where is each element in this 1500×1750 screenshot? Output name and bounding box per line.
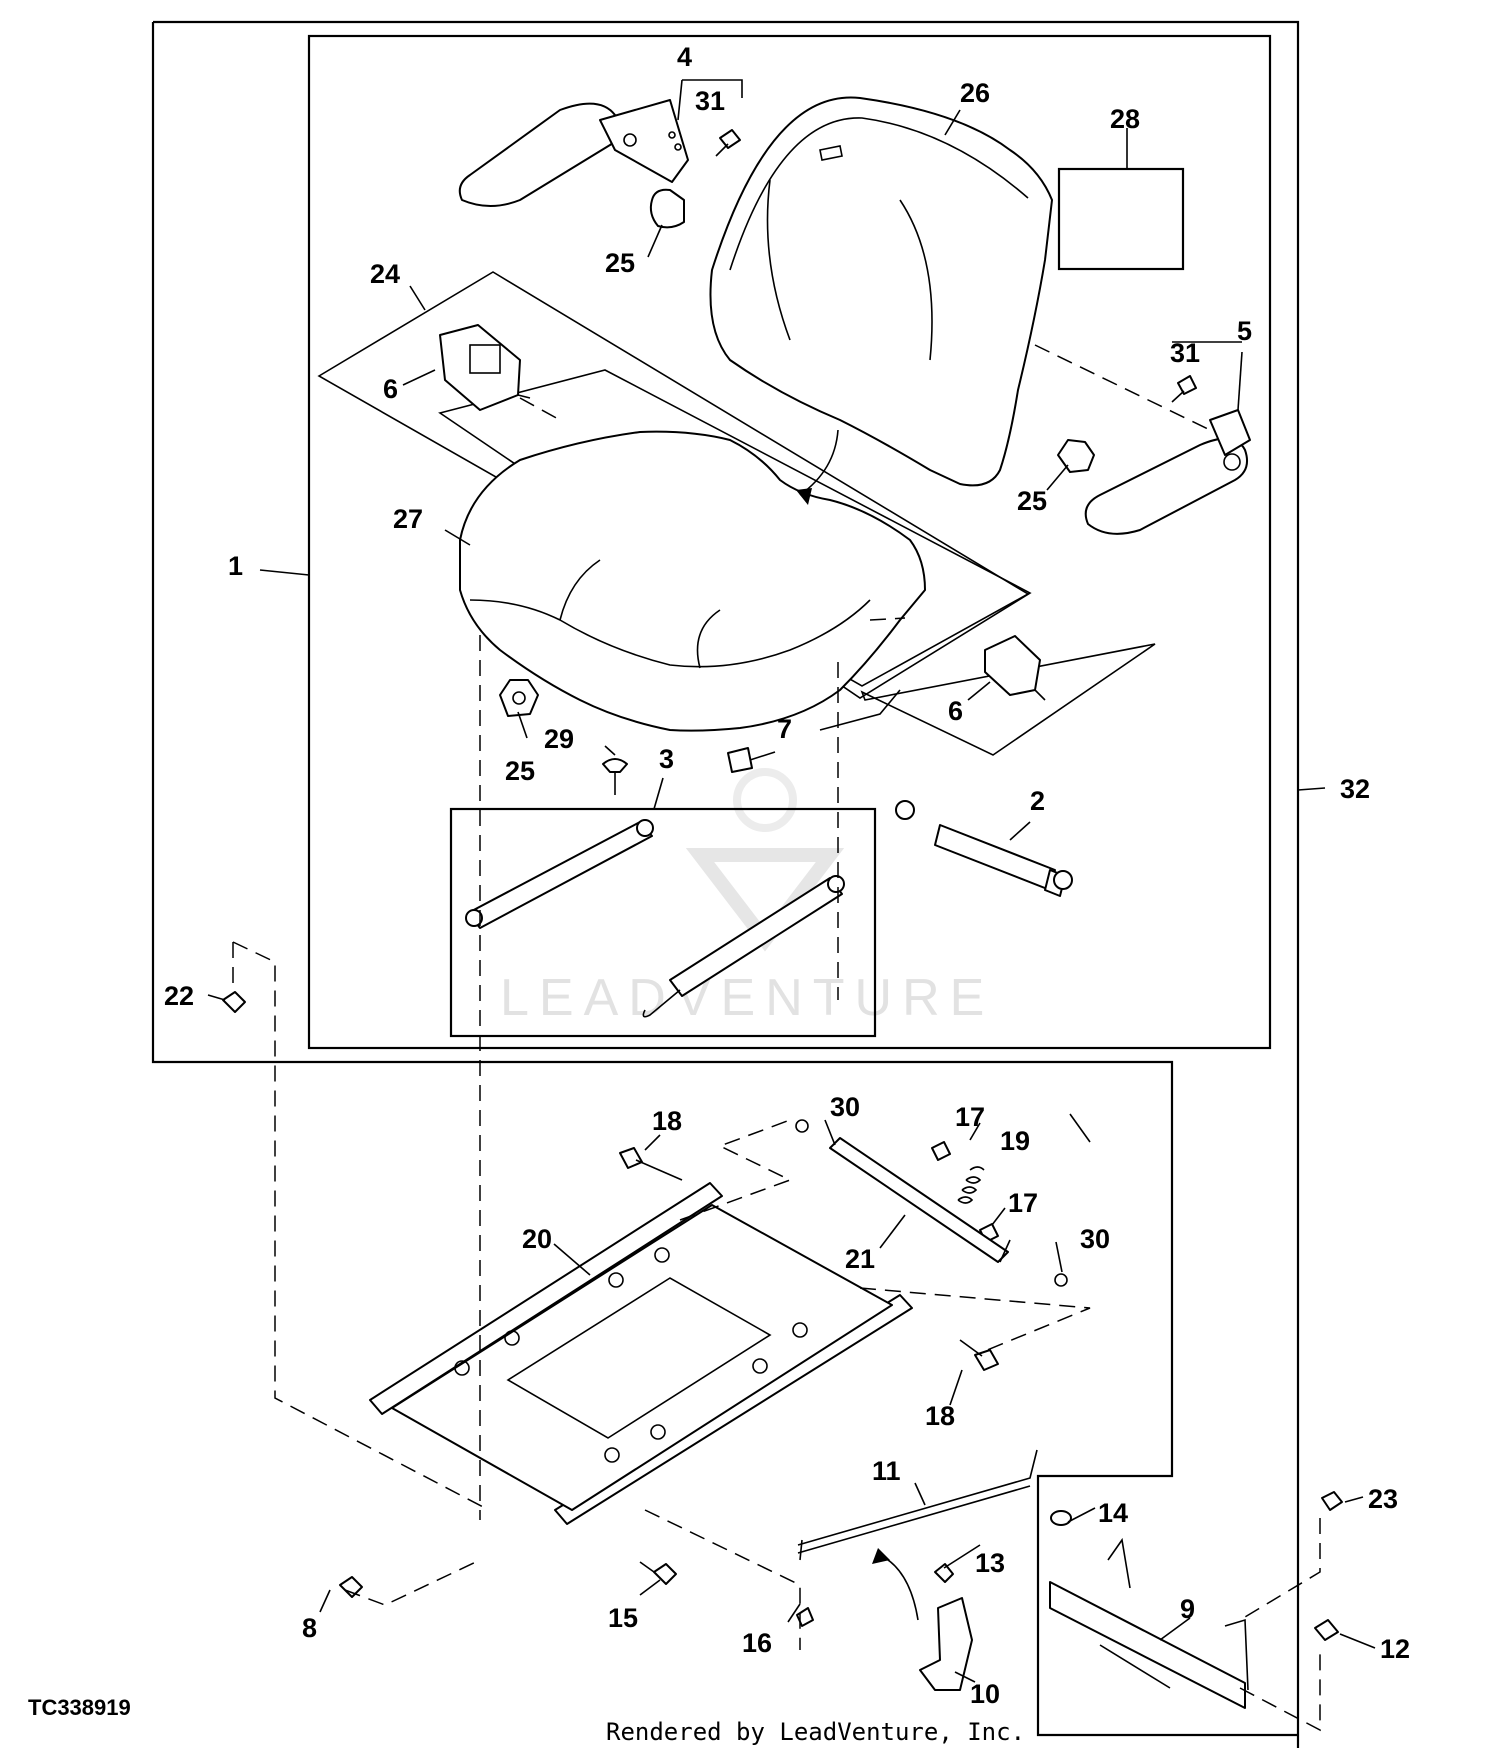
bracket-10 [919, 1597, 973, 1691]
seat-cushion-27 [459, 430, 926, 732]
lever-21 [824, 1119, 1011, 1263]
callout-21: 21 [845, 1244, 875, 1274]
callout-9: 9 [1180, 1594, 1195, 1624]
callout-13: 13 [975, 1548, 1005, 1578]
callouts: 4 31 26 28 25 24 5 31 6 25 27 1 6 29 7 2… [164, 42, 1410, 1709]
assembly-outlines [151, 20, 1300, 1748]
callout-5: 5 [1237, 316, 1252, 346]
switch-6-right [984, 635, 1046, 701]
render-credit: Rendered by LeadVenture, Inc. [606, 1718, 1025, 1746]
watermark-text: LEADVENTURE [500, 969, 994, 1027]
callout-27: 27 [393, 504, 423, 534]
switch-6-left [439, 324, 531, 411]
callout-10: 10 [970, 1679, 1000, 1709]
callout-3: 3 [659, 744, 674, 774]
watermark: LEADVENTURE [500, 768, 994, 1027]
callout-6-left: 6 [383, 374, 398, 404]
callout-23: 23 [1368, 1484, 1398, 1514]
callout-18-bottom: 18 [925, 1401, 955, 1431]
outline-28 [1057, 167, 1185, 271]
leader-lines [207, 79, 1376, 1683]
callout-16: 16 [742, 1628, 772, 1658]
callout-18-top: 18 [652, 1106, 682, 1136]
callout-32: 32 [1340, 774, 1370, 804]
callout-19: 19 [1000, 1126, 1030, 1156]
outline-6-right [860, 643, 1156, 756]
callout-1: 1 [228, 551, 243, 581]
callout-22: 22 [164, 981, 194, 1011]
callout-6-right: 6 [948, 696, 963, 726]
shock-2 [895, 800, 1073, 897]
callout-11: 11 [872, 1456, 901, 1486]
callout-25-right: 25 [1017, 486, 1047, 516]
backrest-26 [709, 96, 1053, 487]
outline-32 [151, 20, 1300, 1748]
callout-12: 12 [1380, 1634, 1410, 1664]
callout-31-right: 31 [1170, 338, 1200, 368]
spring-19 [957, 1166, 985, 1204]
callout-28: 28 [1110, 104, 1140, 134]
armrest-5 [1084, 409, 1251, 535]
callout-4: 4 [677, 42, 692, 72]
callout-30-top: 30 [830, 1092, 860, 1122]
callout-8: 8 [302, 1613, 317, 1643]
callout-30-right: 30 [1080, 1224, 1110, 1254]
figure-id: TC338919 [28, 1695, 131, 1720]
motion-arrows [796, 429, 919, 1621]
outline-1 [307, 34, 1272, 1050]
callout-17-top: 17 [955, 1102, 985, 1132]
bracket-9 [1049, 1537, 1249, 1709]
callout-20: 20 [522, 1224, 552, 1254]
callout-14: 14 [1098, 1498, 1128, 1528]
outline-3 [449, 807, 877, 1038]
callout-25-top: 25 [605, 248, 635, 278]
seat-plate-20 [369, 1182, 913, 1525]
callout-25-bottom: 25 [505, 756, 535, 786]
callout-31-left: 31 [695, 86, 725, 116]
rod-11 [797, 1449, 1038, 1561]
callout-17-mid: 17 [1008, 1188, 1038, 1218]
callout-26: 26 [960, 78, 990, 108]
callout-15: 15 [608, 1603, 638, 1633]
knobs-25 [499, 188, 1095, 717]
callout-24: 24 [370, 259, 400, 289]
armrest-4 [458, 99, 689, 207]
callout-29: 29 [544, 724, 574, 754]
callout-7: 7 [777, 714, 792, 744]
assembly-lines [232, 344, 1321, 1732]
slide-rails-3 [465, 819, 845, 1018]
callout-2: 2 [1030, 786, 1045, 816]
